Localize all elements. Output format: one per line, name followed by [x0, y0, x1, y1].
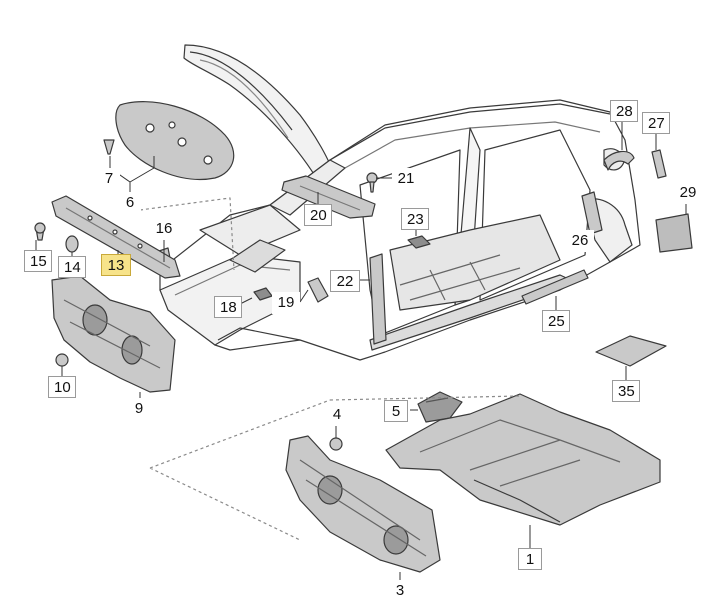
- callout-14[interactable]: 14: [58, 256, 86, 278]
- callout-18[interactable]: 18: [214, 296, 242, 318]
- callout-9[interactable]: 9: [128, 398, 150, 420]
- callout-22[interactable]: 22: [330, 270, 360, 292]
- callout-25[interactable]: 25: [542, 310, 570, 332]
- callout-26[interactable]: 26: [566, 230, 594, 252]
- callout-10[interactable]: 10: [48, 376, 76, 398]
- clip-7: [103, 139, 115, 155]
- part-23: [407, 235, 431, 249]
- callout-1[interactable]: 1: [518, 548, 542, 570]
- callout-15[interactable]: 15: [24, 250, 52, 272]
- callout-21[interactable]: 21: [392, 168, 420, 190]
- callout-5[interactable]: 5: [384, 400, 408, 422]
- part-27: [651, 149, 667, 179]
- part-13-strip: [51, 195, 181, 279]
- part-25: [521, 269, 589, 305]
- lower-parts-outline: [149, 395, 521, 541]
- part-14: [65, 235, 79, 253]
- part-3-bulkhead: [285, 435, 441, 573]
- part-21: [366, 172, 378, 193]
- callout-16[interactable]: 16: [150, 218, 178, 240]
- callout-23[interactable]: 23: [401, 208, 429, 230]
- callout-7[interactable]: 7: [98, 168, 120, 190]
- callout-35[interactable]: 35: [612, 380, 640, 402]
- part-9-bulkhead: [51, 275, 176, 393]
- part-26: [581, 191, 603, 235]
- part-20: [281, 175, 376, 219]
- callout-3[interactable]: 3: [389, 580, 411, 602]
- callout-6[interactable]: 6: [119, 192, 141, 214]
- callout-20[interactable]: 20: [304, 204, 332, 226]
- part-5: [417, 391, 463, 423]
- part-19: [307, 277, 329, 303]
- part-22: [369, 253, 387, 345]
- part-35: [595, 335, 667, 367]
- upper-parts-outline: [139, 197, 235, 271]
- callout-19[interactable]: 19: [272, 292, 300, 314]
- part-29: [655, 213, 693, 253]
- callout-27[interactable]: 27: [642, 112, 670, 134]
- part-4: [329, 437, 343, 451]
- callout-29[interactable]: 29: [674, 182, 702, 204]
- part-28: [603, 150, 635, 171]
- callout-28[interactable]: 28: [610, 100, 638, 122]
- part-10: [55, 353, 69, 367]
- callout-13[interactable]: 13: [101, 254, 131, 276]
- hood-insulation: [115, 101, 235, 180]
- part-1-carpet: [385, 393, 661, 526]
- part-15: [34, 222, 46, 241]
- callout-4[interactable]: 4: [326, 404, 348, 426]
